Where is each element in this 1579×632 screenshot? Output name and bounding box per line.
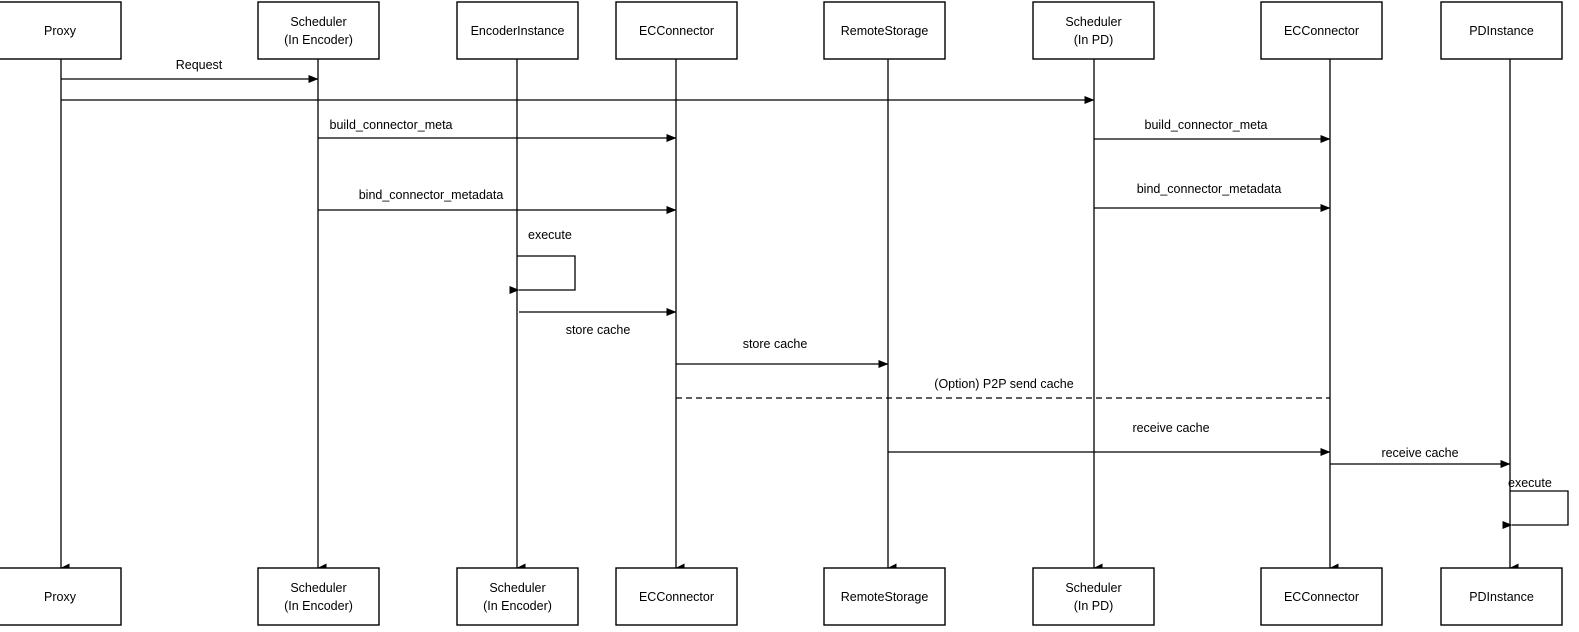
- participant-bottom-rect-remote_store[interactable]: [823, 567, 946, 626]
- self-message-path-s2: [1502, 490, 1569, 529]
- message-label-m8: store cache: [566, 323, 631, 337]
- message-label-m4: build_connector_meta: [1145, 118, 1268, 132]
- participant-top-pd_inst[interactable]: PDInstance: [1440, 1, 1563, 60]
- participant-top-rect-remote_store[interactable]: [823, 1, 946, 60]
- participant-top-rect-encoder_inst[interactable]: [456, 1, 579, 60]
- message-label-m6: bind_connector_metadata: [1137, 182, 1282, 196]
- participant-top-proxy[interactable]: Proxy: [0, 1, 122, 60]
- participant-bottom-label-ecconn_enc: ECConnector: [639, 590, 714, 604]
- participant-bottom-sublabel-sched_pd: (In PD): [1074, 599, 1114, 613]
- participant-top-label-sched_pd: Scheduler: [1065, 15, 1121, 29]
- participant-top-rect-pd_inst[interactable]: [1440, 1, 1563, 60]
- message-m12: receive cache: [1330, 446, 1511, 468]
- participant-top-rect-sched_pd[interactable]: [1032, 1, 1155, 60]
- participant-top-encoder_inst[interactable]: EncoderInstance: [456, 1, 579, 60]
- participant-bottom-label-proxy: Proxy: [44, 590, 77, 604]
- message-label-m9: store cache: [743, 337, 808, 351]
- participant-top-label-sched_enc: Scheduler: [290, 15, 346, 29]
- participant-top-rect-sched_enc[interactable]: [257, 1, 380, 60]
- bottom-participant-boxes: Proxy Scheduler (In Encoder) Scheduler (In E…: [0, 567, 1563, 626]
- message-m8: store cache: [519, 308, 677, 337]
- participant-bottom-rect-sched_pd[interactable]: [1032, 567, 1155, 626]
- participant-top-rect-proxy[interactable]: [0, 1, 122, 60]
- participant-top-rect-ecconn_pd[interactable]: [1260, 1, 1383, 60]
- message-m5: bind_connector_metadata: [318, 188, 677, 214]
- participant-top-label-ecconn_pd: ECConnector: [1284, 24, 1359, 38]
- message-m3: build_connector_meta: [318, 118, 677, 142]
- self-message-label-s1: execute: [528, 228, 572, 242]
- participant-bottom-label-ecconn_pd: ECConnector: [1284, 590, 1359, 604]
- self-message-path-s1: [509, 255, 576, 294]
- self-message-s2: execute: [1502, 476, 1569, 529]
- participant-top-remote_store[interactable]: RemoteStorage: [823, 1, 946, 60]
- message-m6: bind_connector_metadata: [1094, 182, 1331, 212]
- participant-bottom-rect-ecconn_pd[interactable]: [1260, 567, 1383, 626]
- top-participant-boxes: Proxy Scheduler (In Encoder) EncoderInstanc…: [0, 1, 1563, 60]
- participant-bottom-label-pd_inst: PDInstance: [1469, 590, 1534, 604]
- participant-top-rect-ecconn_enc[interactable]: [615, 1, 738, 60]
- participant-bottom-rect-sched_enc[interactable]: [257, 567, 380, 626]
- participant-bottom-rect-pd_inst[interactable]: [1440, 567, 1563, 626]
- participant-bottom-label-encoder_inst: Scheduler: [489, 581, 545, 595]
- message-m10: (Option) P2P send cache: [676, 377, 1330, 399]
- message-label-m3: build_connector_meta: [330, 118, 453, 132]
- participant-bottom-rect-proxy[interactable]: [0, 567, 122, 626]
- participant-top-label-proxy: Proxy: [44, 24, 77, 38]
- participant-top-sublabel-sched_pd: (In PD): [1074, 33, 1114, 47]
- participant-top-sched_enc[interactable]: Scheduler (In Encoder): [257, 1, 380, 60]
- participant-top-label-pd_inst: PDInstance: [1469, 24, 1534, 38]
- lifelines-layer: [60, 59, 1519, 573]
- participant-top-ecconn_pd[interactable]: ECConnector: [1260, 1, 1383, 60]
- participant-top-label-ecconn_enc: ECConnector: [639, 24, 714, 38]
- participant-bottom-encoder_inst[interactable]: Scheduler (In Encoder): [456, 567, 579, 626]
- message-label-m12: receive cache: [1381, 446, 1458, 460]
- participant-bottom-ecconn_pd[interactable]: ECConnector: [1260, 567, 1383, 626]
- participant-top-label-encoder_inst: EncoderInstance: [471, 24, 565, 38]
- message-m1: Request: [61, 58, 319, 83]
- participant-bottom-remote_store[interactable]: RemoteStorage: [823, 567, 946, 626]
- participant-bottom-rect-encoder_inst[interactable]: [456, 567, 579, 626]
- participant-bottom-rect-ecconn_enc[interactable]: [615, 567, 738, 626]
- participant-top-sublabel-sched_enc: (In Encoder): [284, 33, 353, 47]
- participant-bottom-label-remote_store: RemoteStorage: [841, 590, 929, 604]
- message-m9: store cache: [676, 337, 889, 368]
- participant-bottom-pd_inst[interactable]: PDInstance: [1440, 567, 1563, 626]
- message-m11: receive cache: [888, 421, 1331, 456]
- participant-bottom-sublabel-encoder_inst: (In Encoder): [483, 599, 552, 613]
- participant-bottom-label-sched_pd: Scheduler: [1065, 581, 1121, 595]
- message-m4: build_connector_meta: [1094, 118, 1331, 143]
- message-label-m5: bind_connector_metadata: [359, 188, 504, 202]
- self-message-label-s2: execute: [1508, 476, 1552, 490]
- participant-bottom-sched_pd[interactable]: Scheduler (In PD): [1032, 567, 1155, 626]
- participant-top-ecconn_enc[interactable]: ECConnector: [615, 1, 738, 60]
- participant-bottom-ecconn_enc[interactable]: ECConnector: [615, 567, 738, 626]
- self-message-s1: execute: [509, 228, 576, 294]
- participant-top-label-remote_store: RemoteStorage: [841, 24, 929, 38]
- messages-layer: Request build_connector_meta build_connect…: [61, 58, 1511, 468]
- message-label-m1: Request: [176, 58, 223, 72]
- participant-bottom-proxy[interactable]: Proxy: [0, 567, 122, 626]
- participant-bottom-label-sched_enc: Scheduler: [290, 581, 346, 595]
- participant-bottom-sched_enc[interactable]: Scheduler (In Encoder): [257, 567, 380, 626]
- message-label-m11: receive cache: [1132, 421, 1209, 435]
- self-messages-layer: execute execute: [509, 228, 1569, 529]
- message-label-m10: (Option) P2P send cache: [934, 377, 1073, 391]
- participant-bottom-sublabel-sched_enc: (In Encoder): [284, 599, 353, 613]
- participant-top-sched_pd[interactable]: Scheduler (In PD): [1032, 1, 1155, 60]
